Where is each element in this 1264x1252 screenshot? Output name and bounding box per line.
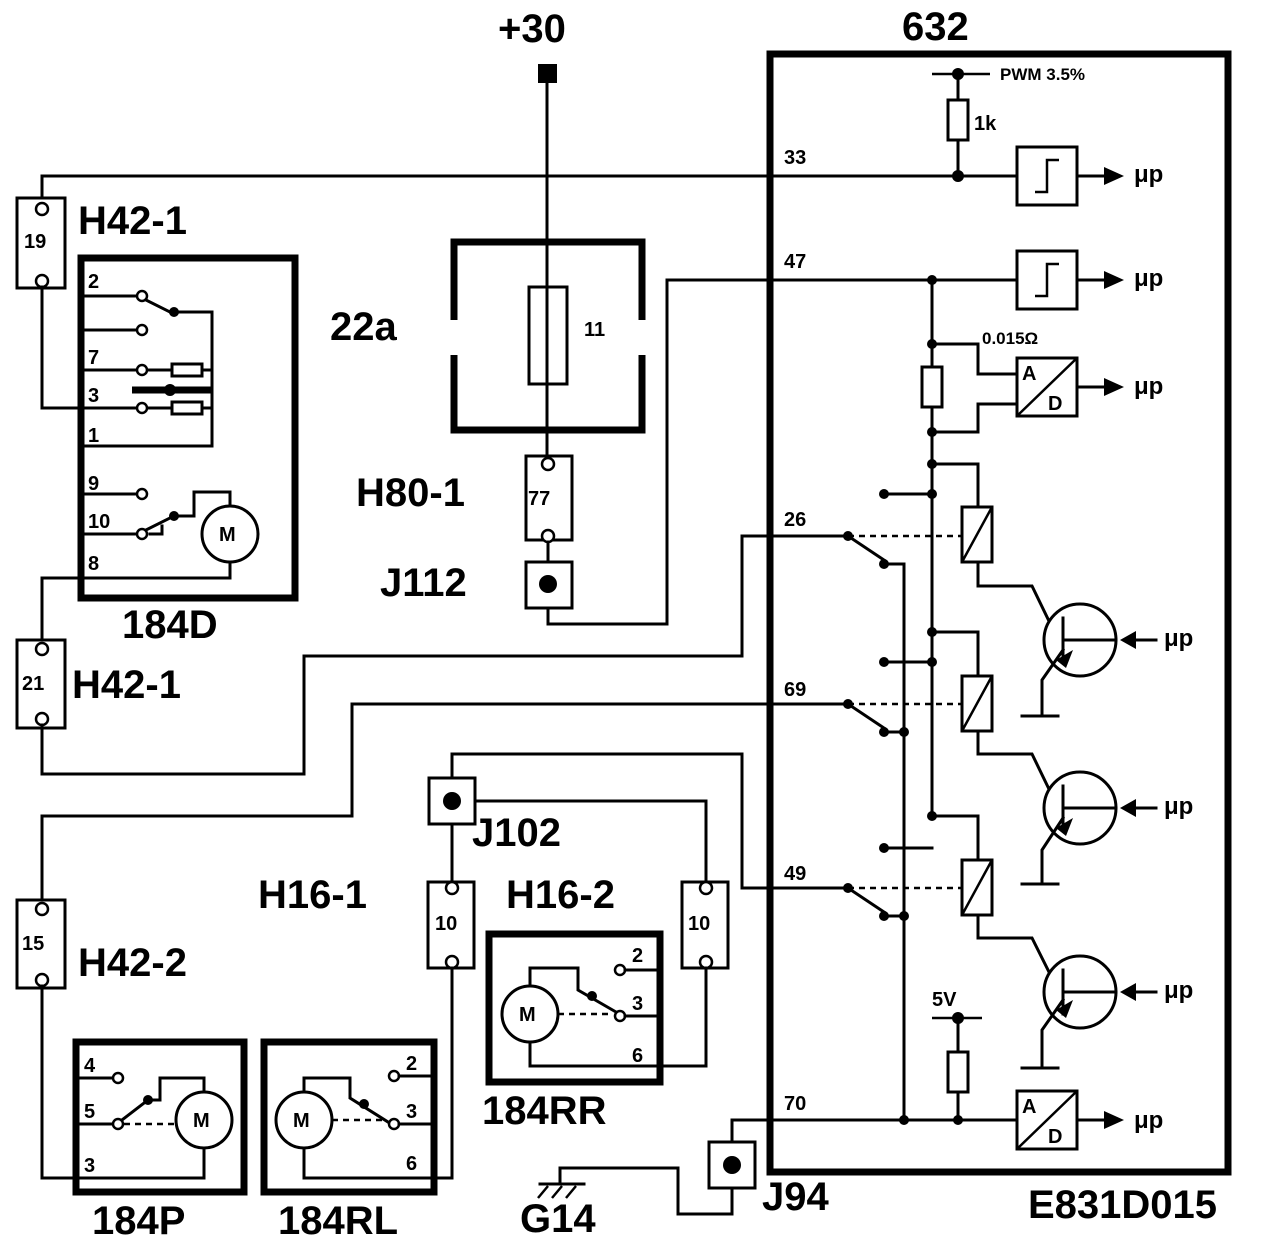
connector-h16-2 xyxy=(658,880,730,1068)
pwm-pullup xyxy=(932,68,990,182)
ground-g14 xyxy=(537,1182,586,1199)
unit-184rr-internals xyxy=(500,963,658,1068)
connector-h16-1 xyxy=(426,880,476,1180)
184d-pin-8: 8 xyxy=(88,553,99,575)
unit-184rr-box xyxy=(485,930,664,1086)
pin-47: 47 xyxy=(784,251,806,273)
j94-label: J94 xyxy=(762,1175,829,1219)
unit-184p-box xyxy=(72,1038,248,1196)
relay-26 xyxy=(740,459,1158,1122)
wire-33 xyxy=(40,174,1019,200)
184d-pin-9: 9 xyxy=(88,473,99,495)
unit-184d-box xyxy=(77,254,299,602)
schmitt-47 xyxy=(1015,249,1124,311)
unit-184rl-internals xyxy=(274,1069,433,1180)
h80-1-label: H80-1 xyxy=(356,471,465,515)
drawing-id: E831D015 xyxy=(1028,1183,1217,1227)
184rl-pin-3: 3 xyxy=(406,1101,417,1123)
ad1-a: A xyxy=(1022,363,1036,385)
up-t1: μp xyxy=(1164,625,1193,652)
184rr-pin-3: 3 xyxy=(632,993,643,1015)
splice-j94 xyxy=(558,1140,757,1216)
shunt-label: 0.015Ω xyxy=(982,329,1038,348)
184d-pin-1: 1 xyxy=(88,425,99,447)
184rr-label: 184RR xyxy=(482,1089,607,1133)
h16-1-label: H16-1 xyxy=(258,873,367,917)
184rr-pin-6: 6 xyxy=(632,1045,643,1067)
ad2-d: D xyxy=(1048,1126,1062,1148)
adc-70 xyxy=(730,1012,1124,1151)
pin-33: 33 xyxy=(784,147,806,169)
184d-pin-2: 2 xyxy=(88,271,99,293)
184rl-motor: M xyxy=(293,1110,310,1132)
184p-motor: M xyxy=(193,1110,210,1132)
up-47: μp xyxy=(1134,265,1163,292)
184d-pin-3: 3 xyxy=(88,385,99,407)
pin-70: 70 xyxy=(784,1093,806,1115)
supply-line xyxy=(538,64,557,464)
184d-pin-7: 7 xyxy=(88,347,99,369)
up-t2: μp xyxy=(1164,793,1193,820)
h16-2-label: H16-2 xyxy=(506,873,615,917)
splice-j112 xyxy=(524,278,772,626)
184p-label: 184P xyxy=(92,1199,185,1243)
184d-motor: M xyxy=(219,524,236,546)
184rl-pin-6: 6 xyxy=(406,1153,417,1175)
connector-h42-1-pin19 xyxy=(15,196,140,410)
h42-1-pin21: 21 xyxy=(22,673,44,695)
184p-pin-4: 4 xyxy=(84,1055,96,1077)
184d-pin-10: 10 xyxy=(88,511,110,533)
h42-2-pin15: 15 xyxy=(22,933,44,955)
connector-h42-1-pin21 xyxy=(15,576,744,776)
up-33: μp xyxy=(1134,161,1163,188)
up-t3: μp xyxy=(1164,977,1193,1004)
h80-1-pin: 77 xyxy=(528,488,550,510)
schmitt-33 xyxy=(1015,145,1124,207)
184rr-pin-2: 2 xyxy=(632,945,643,967)
up-ad2: μp xyxy=(1134,1107,1163,1134)
fuse-number: 11 xyxy=(584,319,605,341)
pin-69: 69 xyxy=(784,679,806,701)
184p-pin-3: 3 xyxy=(84,1155,95,1177)
184rr-motor: M xyxy=(519,1004,536,1026)
r1k-label: 1k xyxy=(974,113,997,135)
ad1-d: D xyxy=(1048,393,1062,415)
h42-1-bot-label: H42-1 xyxy=(72,663,181,707)
h42-1-top-label: H42-1 xyxy=(78,199,187,243)
ecu-632-box xyxy=(766,50,1232,1176)
184d-label: 184D xyxy=(122,603,218,647)
fuse-box-22a xyxy=(450,238,646,434)
fusebox-label: 22a xyxy=(330,305,397,349)
ad2-a: A xyxy=(1022,1096,1036,1118)
h16-1-pin: 10 xyxy=(435,913,457,935)
connector-h42-2 xyxy=(15,898,80,1180)
connector-h80-1 xyxy=(524,454,574,544)
h42-1-pin19: 19 xyxy=(24,231,46,253)
h42-2-label: H42-2 xyxy=(78,941,187,985)
unit-184p-internals xyxy=(77,1071,234,1180)
184rl-pin-2: 2 xyxy=(406,1053,417,1075)
184p-pin-5: 5 xyxy=(84,1101,95,1123)
h16-2-pin: 10 xyxy=(688,913,710,935)
unit-184d-internals xyxy=(82,289,260,580)
splice-j102 xyxy=(427,776,708,884)
unit-184rl-box xyxy=(260,1038,438,1196)
ecu-label: 632 xyxy=(902,5,969,49)
g14-label: G14 xyxy=(520,1197,596,1241)
184rl-label: 184RL xyxy=(278,1199,398,1243)
supply-label: +30 xyxy=(498,7,566,51)
pin-26: 26 xyxy=(784,509,806,531)
relay-49 xyxy=(450,752,1158,1070)
pwm-label: PWM 3.5% xyxy=(1000,65,1085,84)
pin-49: 49 xyxy=(784,863,806,885)
shunt-adc xyxy=(920,275,1124,818)
relay-69 xyxy=(40,627,1158,902)
v5-label: 5V xyxy=(932,989,957,1011)
j112-label: J112 xyxy=(380,561,467,605)
j102-label: J102 xyxy=(472,811,561,855)
up-ad1: μp xyxy=(1134,373,1163,400)
